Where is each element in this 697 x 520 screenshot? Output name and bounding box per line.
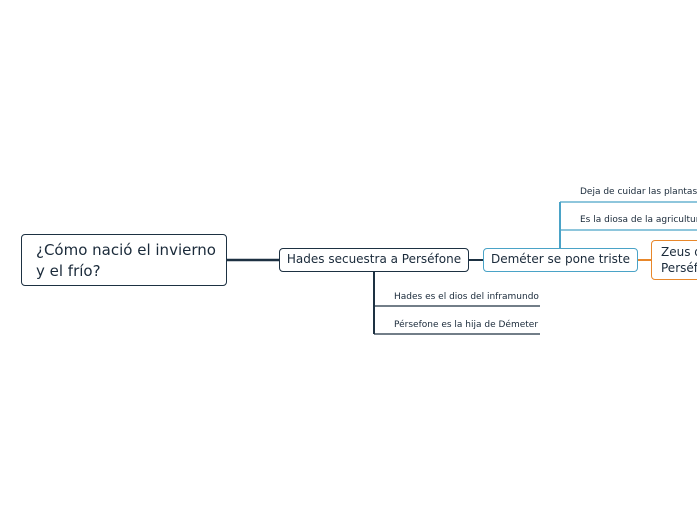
zeus-topic[interactable]: Zeus d Perséf: [651, 240, 697, 280]
subtopic-persefone-daughter[interactable]: Pérsefone es la hija de Démeter: [394, 320, 538, 330]
subtopic-label: Deja de cuidar las plantas y: [580, 187, 697, 197]
zeus-topic-label: Zeus d Perséf: [661, 245, 697, 275]
demeter-topic-label: Deméter se pone triste: [490, 252, 631, 266]
root-topic-label: ¿Cómo nació el invierno y el frío?: [36, 241, 216, 280]
subtopic-label: Pérsefone es la hija de Démeter: [394, 320, 539, 330]
subtopic-hades-god[interactable]: Hades es el dios del inframundo: [394, 292, 539, 302]
root-topic[interactable]: ¿Cómo nació el invierno y el frío?: [21, 234, 227, 286]
subtopic-label: Hades es el dios del inframundo: [394, 292, 539, 302]
main-topic-label: Hades secuestra a Perséfone: [286, 252, 462, 266]
subtopic-label: Es la diosa de la agricultura: [580, 215, 697, 225]
demeter-topic[interactable]: Deméter se pone triste: [483, 248, 638, 272]
main-topic[interactable]: Hades secuestra a Perséfone: [279, 248, 469, 272]
subtopic-agriculture-goddess[interactable]: Es la diosa de la agricultura: [580, 215, 697, 225]
subtopic-stops-caring[interactable]: Deja de cuidar las plantas y: [580, 187, 697, 197]
